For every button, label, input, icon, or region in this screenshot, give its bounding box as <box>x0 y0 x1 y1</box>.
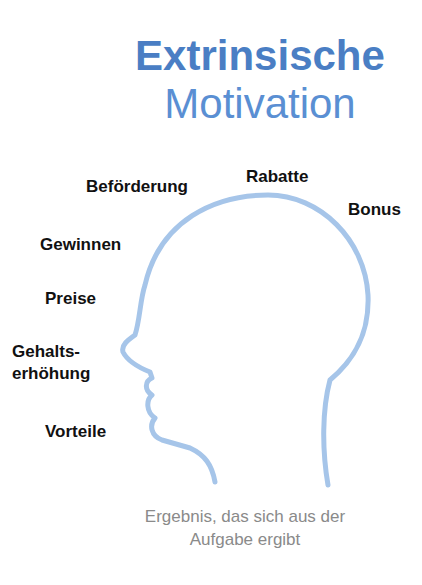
motivator-label: Vorteile <box>45 421 106 443</box>
motivator-label: Rabatte <box>246 166 308 188</box>
motivator-label: Gewinnen <box>40 234 121 256</box>
motivator-label: Bonus <box>348 199 401 221</box>
motivator-label: Gehalts- erhöhung <box>12 341 90 385</box>
caption: Ergebnis, das sich aus der Aufgabe ergib… <box>143 505 347 551</box>
head-outline <box>123 195 368 485</box>
motivator-label: Preise <box>45 288 96 310</box>
motivator-label: Beförderung <box>86 176 188 198</box>
title: Extrinsische Motivation <box>90 32 422 128</box>
